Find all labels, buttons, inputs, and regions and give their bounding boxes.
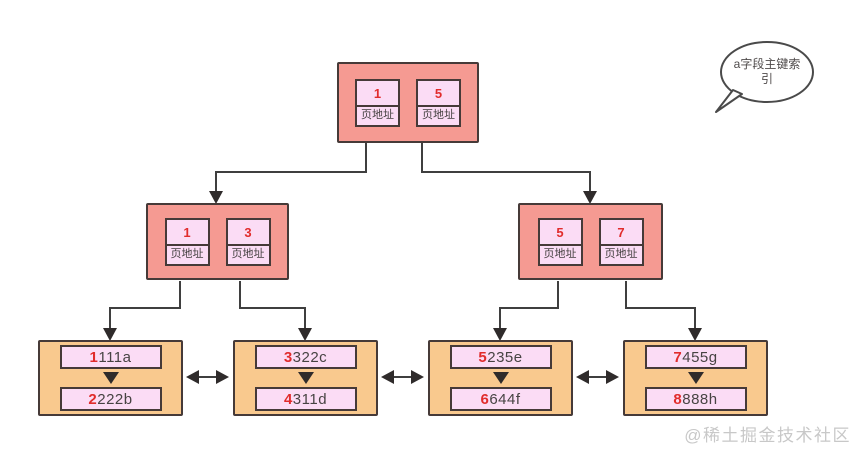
record-value: 322c xyxy=(292,348,328,366)
down-arrow-icon xyxy=(297,372,314,384)
key-cell: 3 页地址 xyxy=(225,217,271,266)
down-arrow-icon xyxy=(102,372,119,384)
record-key: 5 xyxy=(478,348,488,366)
key-value: 1 xyxy=(357,81,398,107)
record-value: 644f xyxy=(489,390,521,408)
page-address-label: 页地址 xyxy=(231,247,265,260)
key-cell: 5 页地址 xyxy=(416,78,461,127)
record-value: 235e xyxy=(487,348,523,366)
key-value: 1 xyxy=(166,220,208,246)
watermark: @稀土掘金技术社区 xyxy=(684,426,851,445)
bubble-label: a字段主键索引 xyxy=(733,57,801,86)
page-address-label: 页地址 xyxy=(170,247,204,260)
page-address-label: 页地址 xyxy=(543,247,577,260)
key-cell: 5 页地址 xyxy=(537,217,583,266)
down-arrow-icon xyxy=(492,372,509,384)
record-key: 8 xyxy=(673,390,683,408)
key-value: 7 xyxy=(600,220,642,246)
tree-connector-lines xyxy=(109,143,696,378)
internal-node-left: 1 页地址 3 页地址 xyxy=(146,203,289,280)
internal-node-right: 5 页地址 7 页地址 xyxy=(518,203,663,280)
root-node: 1 页地址 5 页地址 xyxy=(337,62,479,143)
key-value: 5 xyxy=(539,220,581,246)
page-address-label: 页地址 xyxy=(604,247,638,260)
speech-bubble xyxy=(715,41,814,113)
page-address-label: 页地址 xyxy=(422,108,455,121)
key-value: 3 xyxy=(227,220,269,246)
arrowheads xyxy=(103,191,702,384)
down-arrow-icon xyxy=(687,372,704,384)
page-address-label: 页地址 xyxy=(361,108,394,121)
record-key: 1 xyxy=(89,348,99,366)
key-cell: 1 页地址 xyxy=(355,78,400,127)
record-key: 4 xyxy=(283,390,293,408)
record-key: 3 xyxy=(283,348,293,366)
record-value: 222b xyxy=(97,390,133,408)
key-value: 5 xyxy=(418,81,459,107)
key-cell: 7 页地址 xyxy=(598,217,644,266)
record-value: 888h xyxy=(682,390,718,408)
record-key: 7 xyxy=(673,348,683,366)
record-value: 455g xyxy=(682,348,718,366)
record-value: 111a xyxy=(98,348,132,366)
record-key: 6 xyxy=(480,390,490,408)
record-value: 311d xyxy=(292,390,328,408)
key-cell: 1 页地址 xyxy=(164,217,210,266)
record-key: 2 xyxy=(88,390,98,408)
